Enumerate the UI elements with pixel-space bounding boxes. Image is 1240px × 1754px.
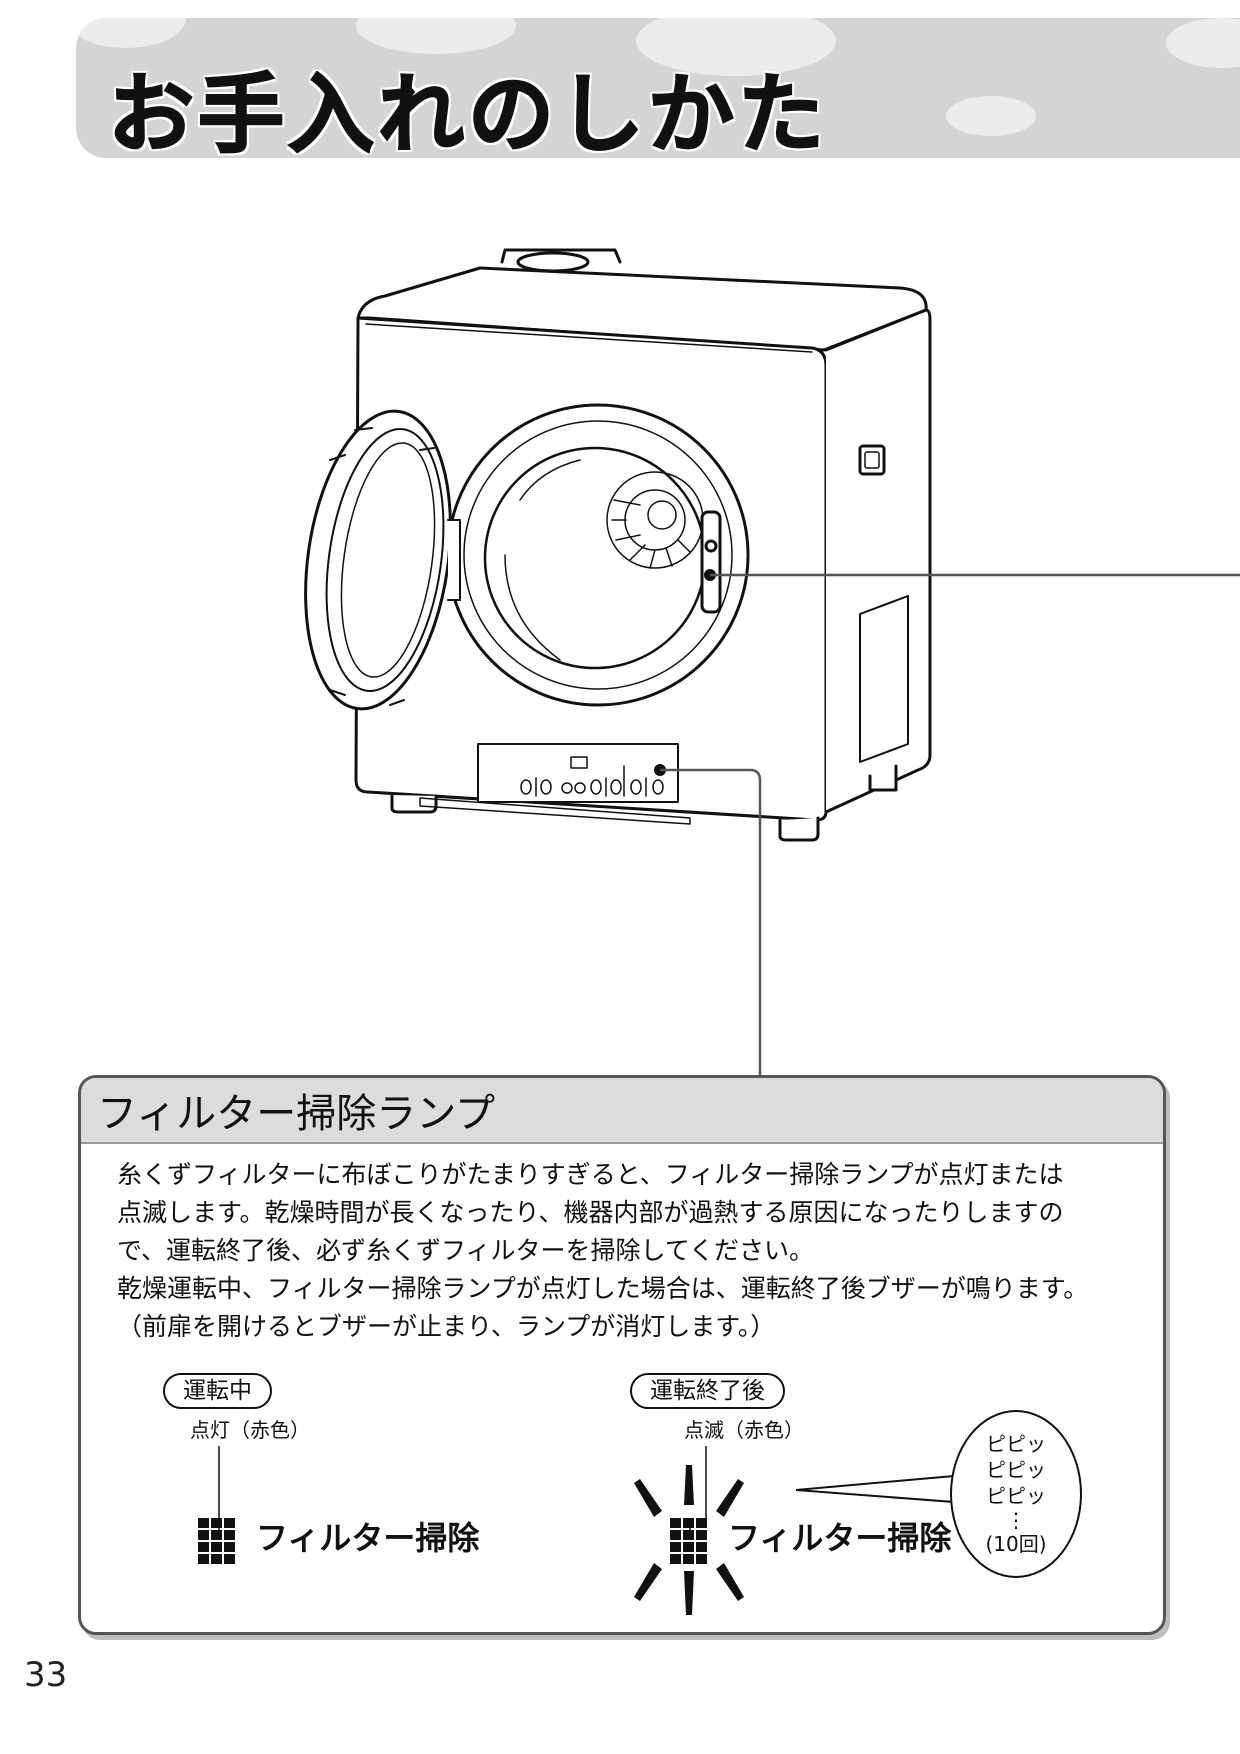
page-number: 33 [24, 1655, 68, 1695]
description-line: （前扉を開けるとブザーが止まり、ランプが消灯します。） [117, 1312, 776, 1341]
description-line: で、運転終了後、必ず糸くずフィルターを掃除してください。 [117, 1236, 815, 1265]
blink-pointer-line [705, 1446, 707, 1526]
description-line: 糸くずフィルターに布ぼこりがたまりすぎると、フィルター掃除ランプが点灯または [117, 1160, 1064, 1189]
panel-title: フィルター掃除ランプ [97, 1091, 495, 1137]
beep-count: (10回) [985, 1532, 1047, 1556]
after-operation-label: 運転終了後 [630, 1373, 785, 1409]
lamp-label-after: フィルター掃除 [728, 1519, 952, 1557]
description-line: 点滅します。乾燥時間が長くなったり、機器内部が過熱する原因になったりしますの [117, 1198, 1064, 1227]
filter-lamp-blinking-icon [670, 1518, 707, 1564]
beep-text: ピピッ [986, 1484, 1046, 1508]
beep-ellipsis: ⋮ [1006, 1508, 1026, 1532]
beep-text: ピピッ [986, 1458, 1046, 1482]
during-operation-label: 運転中 [163, 1373, 272, 1409]
panel-description: 糸くずフィルターに布ぼこりがたまりすぎると、フィルター掃除ランプが点灯または 点… [81, 1144, 1163, 1346]
cloud-decoration [636, 18, 836, 76]
lamp-state-blinking: 点滅（赤色） [684, 1418, 804, 1442]
speech-bubble-tail [796, 1475, 955, 1503]
lamp-label-during: フィルター掃除 [256, 1519, 480, 1557]
beep-text: ピピッ [986, 1432, 1046, 1456]
dryer-illustration [304, 248, 1240, 1075]
page-title: お手入れのしかた [107, 64, 828, 166]
cloud-decoration [946, 96, 1036, 136]
description-line: 乾燥運転中、フィルター掃除ランプが点灯した場合は、運転終了後ブザーが鳴ります。 [117, 1274, 1089, 1303]
lamp-state-lit: 点灯（赤色） [190, 1418, 310, 1442]
filter-lamp-icon [198, 1518, 235, 1564]
section-header-band [76, 18, 1240, 158]
blinking-rays-icon [634, 1465, 744, 1615]
cloud-decoration [1166, 18, 1240, 68]
panel-header: フィルター掃除ランプ [81, 1078, 1163, 1144]
buzzer-beep-bubble: ピピッ ピピッ ピピッ ⋮ (10回) [950, 1410, 1082, 1578]
